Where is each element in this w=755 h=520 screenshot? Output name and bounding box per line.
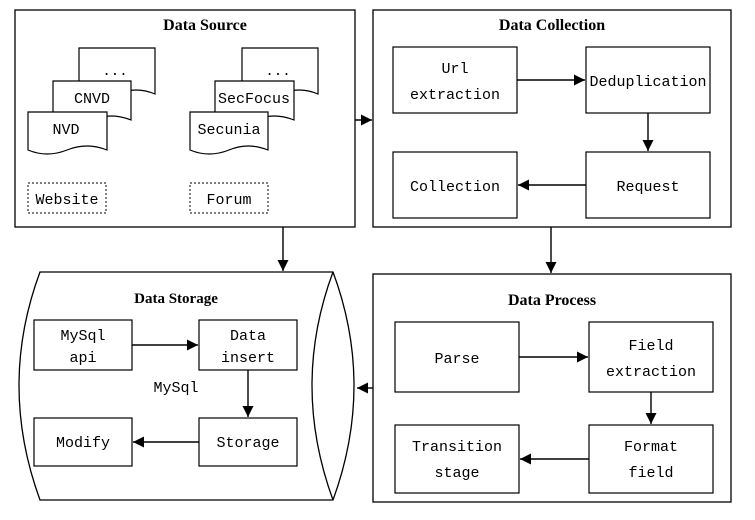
mysql-api-line1: MySql — [60, 328, 105, 345]
document-label: CNVD — [74, 91, 110, 108]
data-source-panel: Data Source ... CNVD NVD ... SecFocus Se… — [14, 9, 356, 228]
data-source-title: Data Source — [163, 17, 247, 34]
transition-stage-line1: Transition — [412, 439, 502, 456]
forum-label: Forum — [206, 192, 251, 209]
storage-box — [198, 417, 298, 467]
document-label: ... — [265, 64, 290, 80]
field-extraction-box — [588, 321, 714, 393]
mysql-label: MySql — [153, 380, 198, 397]
data-collection-panel: Data Collection Url extraction Deduplica… — [372, 9, 732, 228]
storage-label: Storage — [216, 435, 279, 452]
parse-label: Parse — [434, 351, 479, 368]
format-field-line2: field — [628, 465, 673, 482]
document-icon — [27, 111, 108, 155]
transition-stage-line2: stage — [434, 465, 479, 482]
forum-tag — [189, 182, 269, 214]
field-extraction-line2: extraction — [606, 364, 696, 381]
request-box — [585, 151, 711, 219]
mysql-api-box — [33, 319, 133, 371]
deduplication-label: Deduplication — [589, 74, 706, 91]
document-label: NVD — [52, 122, 79, 139]
field-extraction-line1: Field — [628, 338, 673, 355]
data-storage-title: Data Storage — [134, 291, 218, 307]
modify-label: Modify — [56, 435, 110, 452]
document-stack-b: ... SecFocus Secunia — [189, 47, 319, 155]
data-insert-line2: insert — [221, 350, 275, 367]
data-process-panel: Data Process Parse Field extraction Form… — [372, 273, 732, 503]
document-label: SecFocus — [218, 91, 290, 108]
format-field-line1: Format — [624, 439, 678, 456]
document-label: Secunia — [197, 122, 260, 139]
document-stack-a: ... CNVD NVD — [27, 47, 156, 155]
mysql-api-line2: api — [69, 350, 96, 367]
url-extraction-line1: Url — [441, 61, 468, 78]
data-insert-line1: Data — [230, 328, 266, 345]
data-collection-title: Data Collection — [499, 17, 605, 34]
document-label: ... — [102, 64, 127, 80]
format-field-box — [588, 424, 714, 494]
data-storage-panel: Data Storage MySql api Data insert MySql… — [18, 271, 355, 501]
parse-box — [394, 321, 520, 393]
collection-label: Collection — [410, 179, 500, 196]
url-extraction-line2: extraction — [410, 87, 500, 104]
cylinder-edge — [311, 271, 334, 501]
document-icon — [189, 111, 269, 155]
data-process-title: Data Process — [508, 292, 596, 309]
website-label: Website — [35, 192, 98, 209]
modify-box — [33, 417, 133, 467]
transition-stage-box — [394, 424, 520, 494]
collection-box — [392, 151, 518, 219]
request-label: Request — [616, 179, 679, 196]
website-tag — [27, 182, 107, 214]
url-extraction-box — [392, 46, 518, 114]
